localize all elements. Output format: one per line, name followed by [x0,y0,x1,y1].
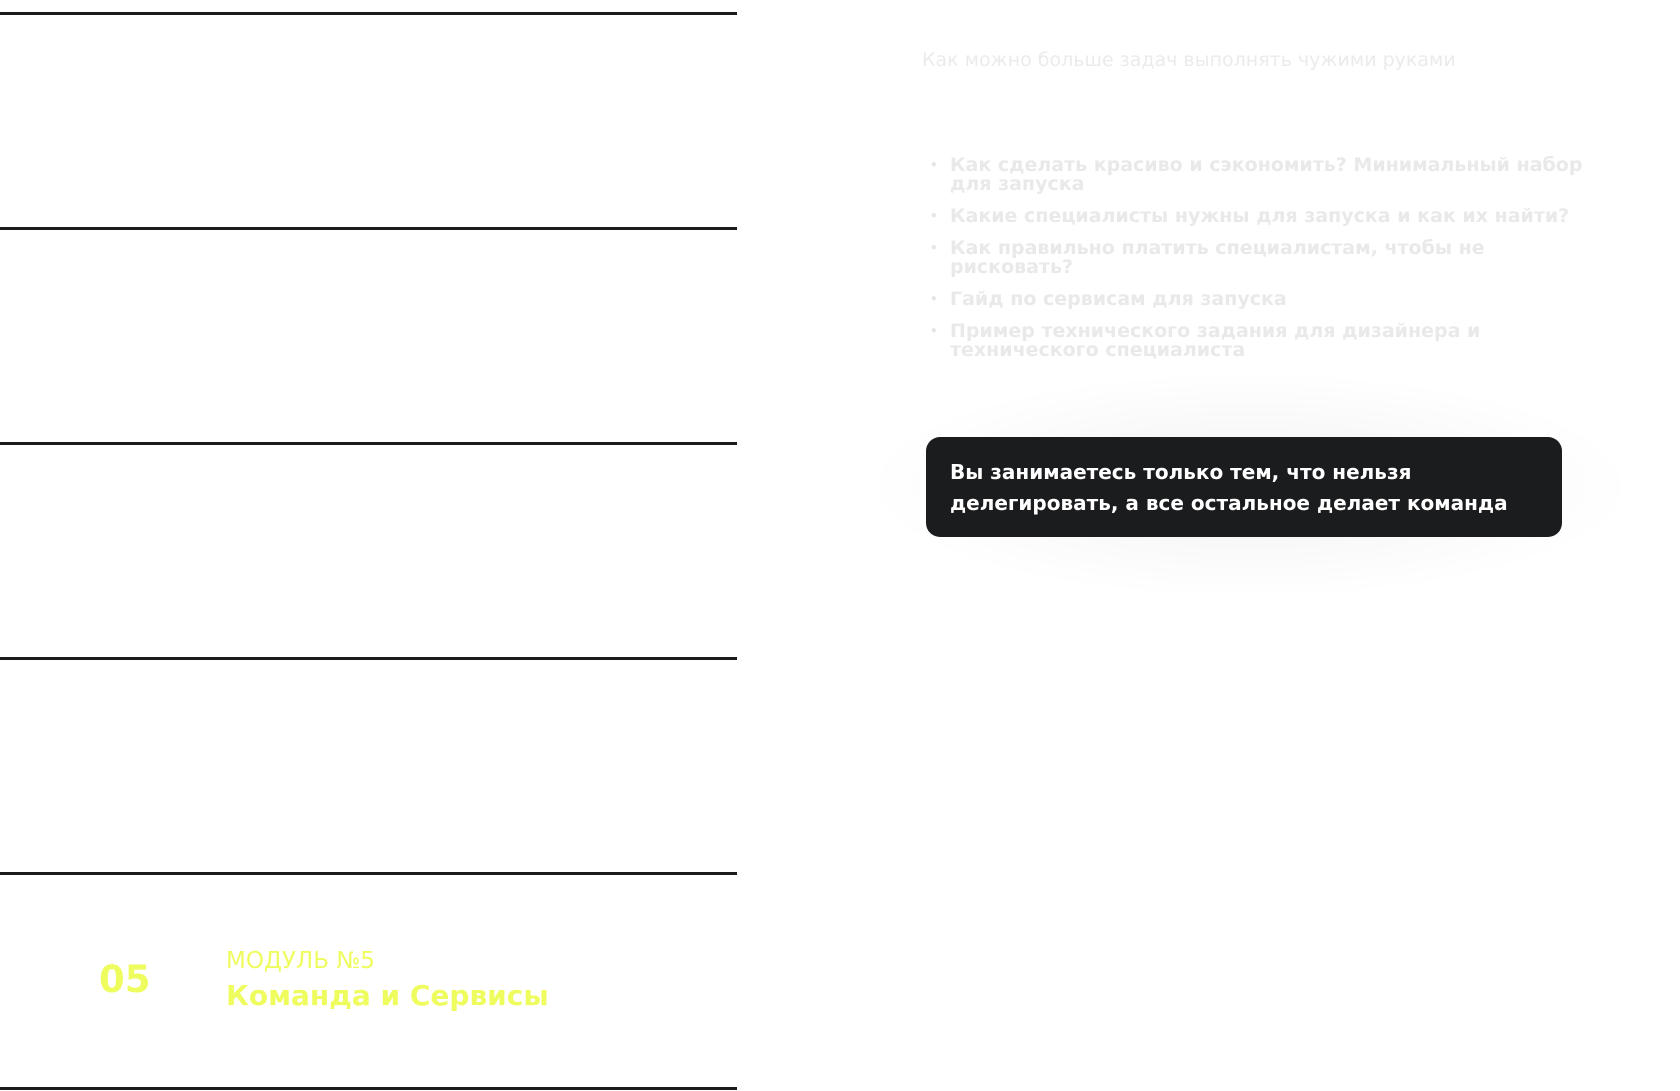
divider [0,657,737,660]
divider [0,872,737,875]
topics-list: Как сделать красиво и сэкономить? Минима… [930,156,1590,373]
list-item: Гайд по сервисам для запуска [930,290,1590,310]
module-subtitle: Как можно больше задач выполнять чужими … [922,49,1456,71]
divider [0,12,737,15]
module-number: 05 [99,958,151,1001]
module-label: МОДУЛЬ №5 [226,948,375,974]
list-item: Как сделать красиво и сэкономить? Минима… [930,156,1590,194]
list-item: Пример технического задания для дизайнер… [930,322,1590,360]
module-title[interactable]: Команда и Сервисы [226,979,549,1012]
list-item: Как правильно платить специалистам, чтоб… [930,239,1590,277]
list-item: Какие специалисты нужны для запуска и ка… [930,207,1590,227]
divider [0,227,737,230]
callout-box: Вы занимаетесь только тем, что нельзя де… [926,437,1562,537]
divider [0,1087,737,1090]
divider [0,442,737,445]
